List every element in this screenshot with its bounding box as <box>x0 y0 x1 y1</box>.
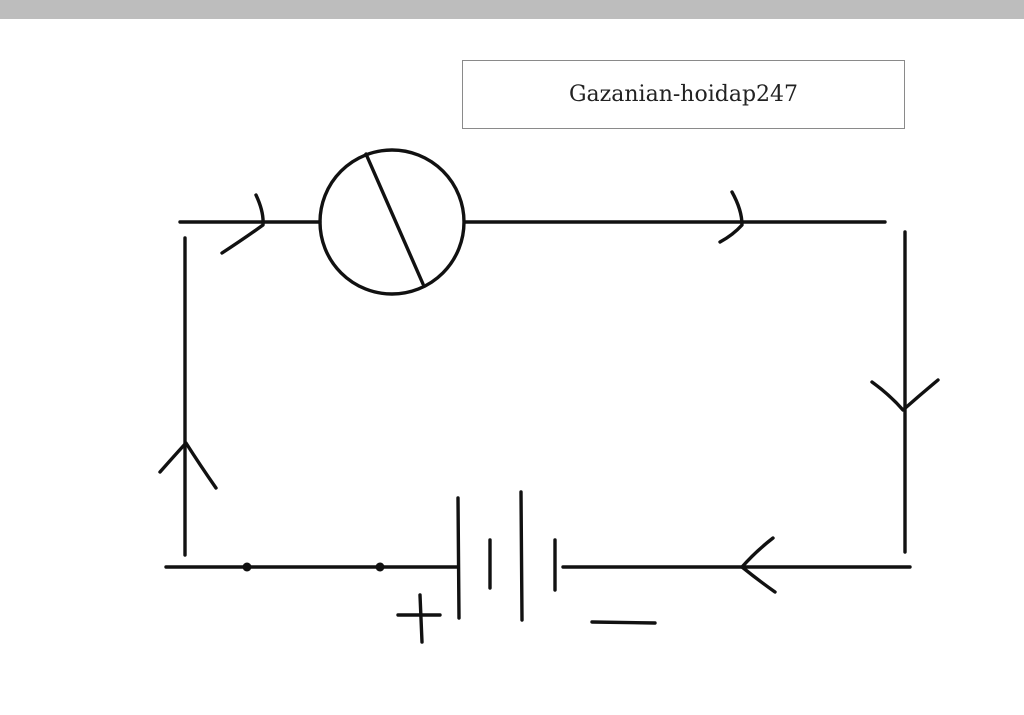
arrow-top-left <box>220 193 265 255</box>
battery-plate-positive-2 <box>519 490 524 622</box>
battery-plate-positive-1 <box>456 496 461 620</box>
top-bar <box>0 0 1024 19</box>
lamp-circle <box>318 148 466 296</box>
battery-symbol <box>456 490 557 622</box>
minus-sign-icon <box>590 620 657 625</box>
junction-dot-1 <box>242 562 252 572</box>
lamp-symbol <box>318 148 466 296</box>
plus-sign-icon <box>396 593 442 644</box>
arrow-right-down <box>870 378 940 412</box>
caption-text: Gazanian-hoidap247 <box>568 82 799 107</box>
arrow-left-up <box>158 441 218 490</box>
caption-box: Gazanian-hoidap247 <box>462 60 905 129</box>
junction-dot-2 <box>375 562 385 572</box>
arrow-bottom-left <box>740 536 777 594</box>
arrow-top-right <box>718 190 744 244</box>
lamp-filament <box>364 152 425 286</box>
